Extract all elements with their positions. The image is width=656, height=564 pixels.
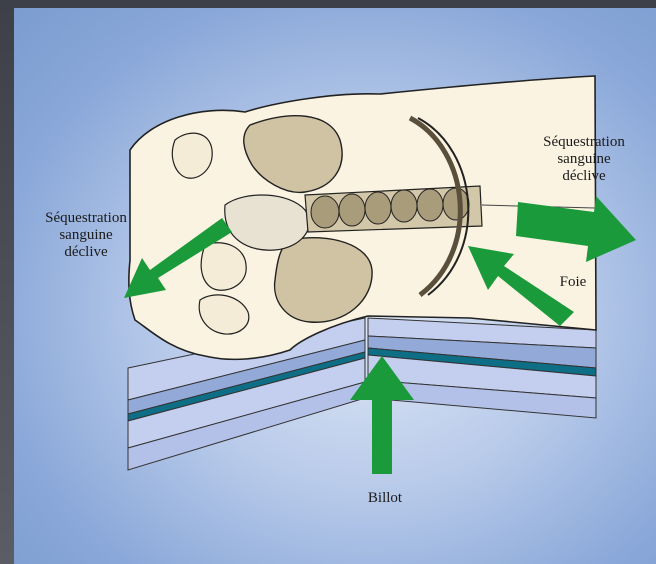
- right-pooling-label: Séquestration sanguine déclive: [524, 134, 644, 185]
- liver-label: Foie: [548, 274, 598, 291]
- table-right-segment: [368, 318, 596, 418]
- support-label: Billot: [340, 490, 430, 507]
- left-pooling-label: Séquestration sanguine déclive: [26, 210, 146, 261]
